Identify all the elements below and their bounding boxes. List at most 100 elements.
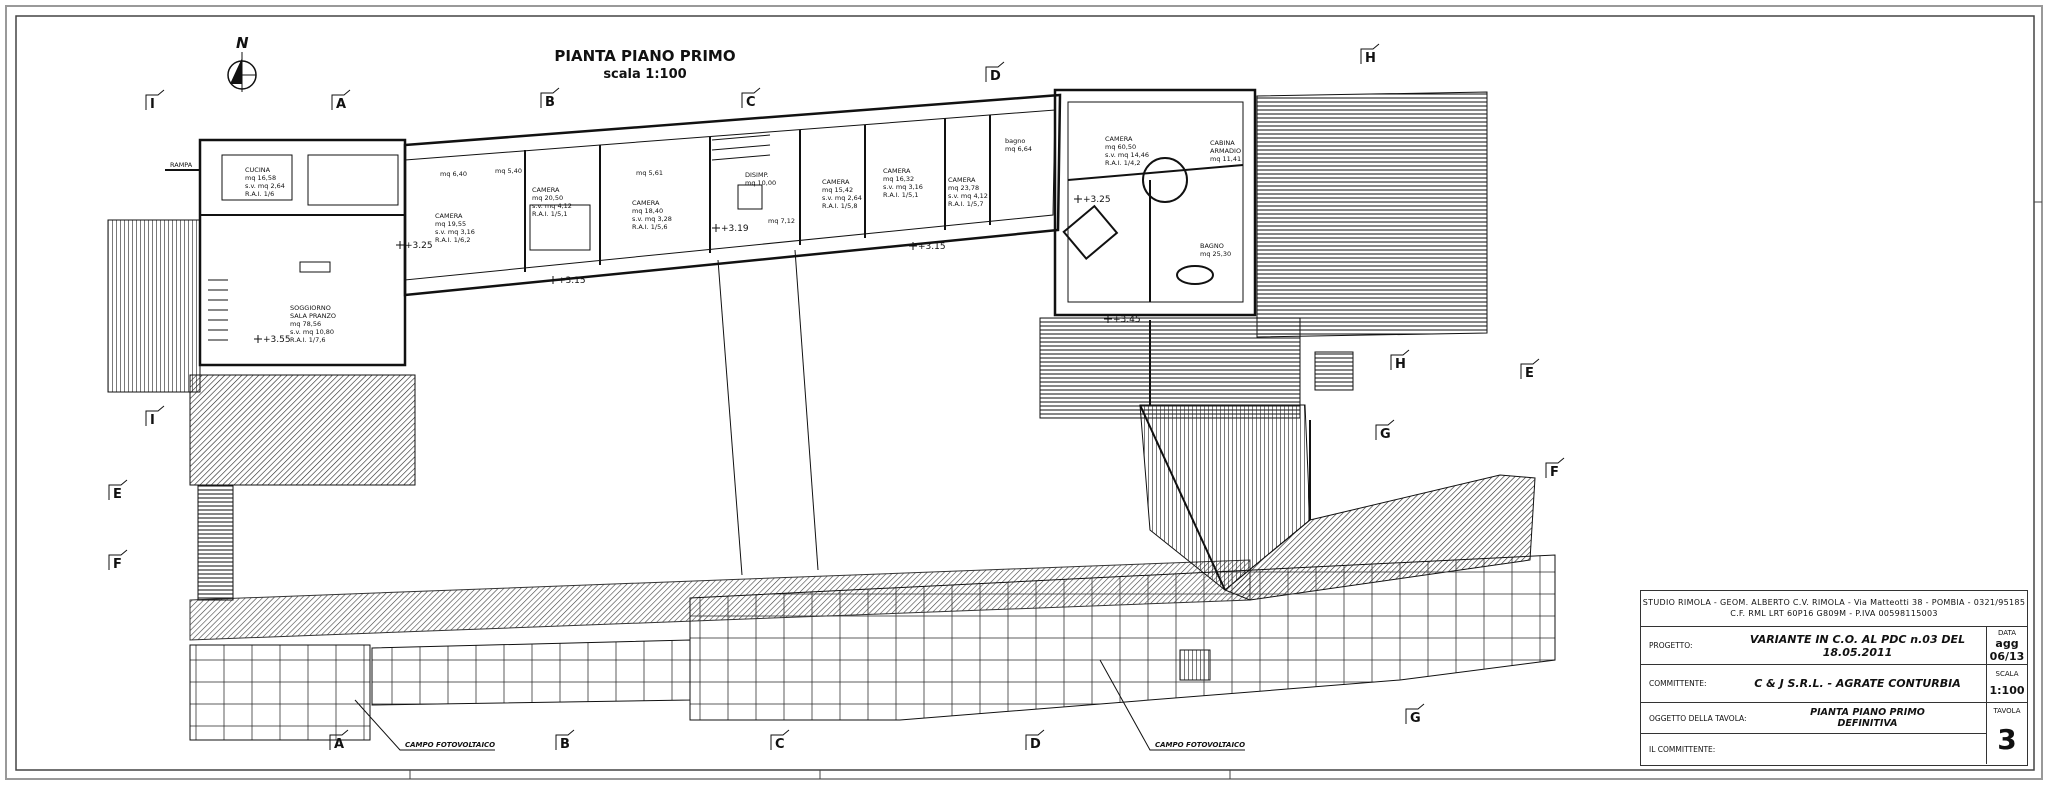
room-label-line: CAMERA — [948, 176, 976, 184]
room-label-line: mq 6,40 — [440, 170, 467, 178]
section-marker: B — [555, 729, 575, 752]
section-marker: G — [1375, 419, 1395, 442]
photovoltaic-field — [189, 554, 1556, 741]
building-walls: RAMPA — [165, 88, 1311, 591]
section-marker: I — [145, 405, 165, 428]
room-label-line: R.A.I. 1/5,7 — [948, 200, 983, 208]
room-label-line: CAMERA — [632, 199, 660, 207]
level-value: +3.55 — [263, 335, 291, 345]
level-marker: +3.25 — [396, 241, 433, 251]
room-label-line: R.A.I. 1/5,1 — [883, 191, 918, 199]
room-label-line: s.v. mq 3,16 — [435, 228, 475, 236]
section-letter: I — [150, 413, 155, 428]
sheet-border-outer — [5, 5, 2043, 780]
drawing-title: PIANTA PIANO PRIMO — [554, 47, 735, 65]
room-label-line: CAMERA — [883, 167, 911, 175]
room-label-line: BAGNO — [1200, 242, 1224, 250]
room-label-line: R.A.I. 1/6 — [245, 190, 274, 198]
section-letter: F — [113, 557, 122, 572]
tavola-number: 3 — [1997, 723, 2017, 756]
room-label-line: CAMERA — [822, 178, 850, 186]
room-label-line: DISIMP. — [745, 171, 769, 179]
data-value-1: agg — [1995, 636, 2019, 650]
oggetto-label: OGGETTO DELLA TAVOLA: — [1649, 713, 1747, 723]
level-marker: +3.15 — [909, 242, 946, 252]
room-label-line: s.v. mq 4,12 — [532, 202, 572, 210]
section-letter: H — [1395, 357, 1406, 372]
room-label-line: R.A.I. 1/7,6 — [290, 336, 325, 344]
room-label-line: SALA PRANZO — [290, 312, 336, 320]
section-marker: F — [108, 549, 128, 572]
progetto-value: VARIANTE IN C.O. AL PDC n.03 DEL 18.05.2… — [1749, 632, 1966, 659]
studio-header: STUDIO RIMOLA - GEOM. ALBERTO C.V. RIMOL… — [1641, 591, 2027, 627]
svg-text:CAMPO FOTOVOLTAICO: CAMPO FOTOVOLTAICO — [405, 741, 495, 749]
room-label-line: mq 15,42 — [822, 186, 853, 194]
level-marker: +3.55 — [254, 335, 291, 345]
section-letter: D — [990, 69, 1001, 84]
level-value: +3.15 — [918, 242, 946, 252]
room-label-line: mq 5,61 — [636, 169, 663, 177]
studio-line-2: C.F. RML LRT 60P16 G809M - P.IVA 0059811… — [1730, 609, 1938, 618]
level-value: +3.25 — [1083, 195, 1111, 205]
room-label-line: mq 78,56 — [290, 320, 321, 328]
section-letter: F — [1550, 465, 1559, 480]
section-letter: I — [150, 97, 155, 112]
room-label: mq 5,61 — [636, 169, 663, 177]
committente-value: C & J S.R.L. - AGRATE CONTURBIA — [1754, 677, 1961, 690]
section-marker: I — [145, 89, 165, 112]
level-value: +3.15 — [558, 276, 586, 286]
rampa-label: RAMPA — [170, 161, 193, 169]
room-label-line: CAMERA — [1105, 135, 1133, 143]
section-marker: D — [1025, 729, 1045, 752]
room-label-line: mq 60,50 — [1105, 143, 1136, 151]
data-cell: DATA agg 06/13 — [1986, 627, 2027, 664]
oggetto-line-2: DEFINITIVA — [1837, 718, 1898, 729]
room-label-line: R.A.I. 1/4,2 — [1105, 159, 1140, 167]
section-letter: B — [560, 737, 570, 752]
level-value: +3.19 — [721, 224, 749, 234]
room-label-line: mq 25,30 — [1200, 250, 1231, 258]
room-label: mq 7,12 — [768, 217, 795, 225]
tavola-cell: TAVOLA 3 — [1986, 703, 2027, 764]
room-label-line: R.A.I. 1/6,2 — [435, 236, 470, 244]
room-label-line: CABINA — [1210, 139, 1235, 147]
oggetto-value: PIANTA PIANO PRIMO DEFINITIVA — [1749, 703, 1986, 733]
section-letter: C — [746, 95, 756, 110]
roof-hatching — [107, 91, 1536, 681]
section-letter: E — [113, 487, 122, 502]
section-letter: D — [1030, 737, 1041, 752]
svg-text:CAMPO FOTOVOLTAICO: CAMPO FOTOVOLTAICO — [1155, 741, 1245, 749]
level-marker: +3.15 — [549, 276, 586, 286]
room-label-line: mq 18,40 — [632, 207, 663, 215]
section-marker: H — [1390, 349, 1410, 372]
level-markers: +3.55+3.25+3.15+3.19+3.15+3.25+3.45 — [254, 195, 1141, 345]
data-label: DATA — [1997, 628, 2017, 637]
section-letter: B — [545, 95, 555, 110]
room-label-line: s.v. mq 3,28 — [632, 215, 672, 223]
section-letter: G — [1410, 711, 1421, 726]
pv-label-1: CAMPO FOTOVOLTAICO — [354, 699, 495, 751]
scala-cell: SCALA 1:100 — [1986, 665, 2027, 702]
oggetto-row: OGGETTO DELLA TAVOLA: PIANTA PIANO PRIMO… — [1641, 703, 2027, 764]
title-block: STUDIO RIMOLA - GEOM. ALBERTO C.V. RIMOL… — [1640, 590, 2028, 766]
section-marker: D — [985, 61, 1005, 84]
data-value-2: 06/13 — [1989, 649, 2025, 663]
room-label-line: R.A.I. 1/5,1 — [532, 210, 567, 218]
room-label-line: CUCINA — [245, 166, 271, 174]
room-label-line: SOGGIORNO — [290, 304, 331, 312]
scala-value: 1:100 — [1989, 684, 2025, 697]
section-marker: C — [741, 87, 761, 110]
room-label-line: mq 5,40 — [495, 167, 522, 175]
room-label-line: s.v. mq 3,16 — [883, 183, 923, 191]
section-letter: A — [334, 737, 344, 752]
